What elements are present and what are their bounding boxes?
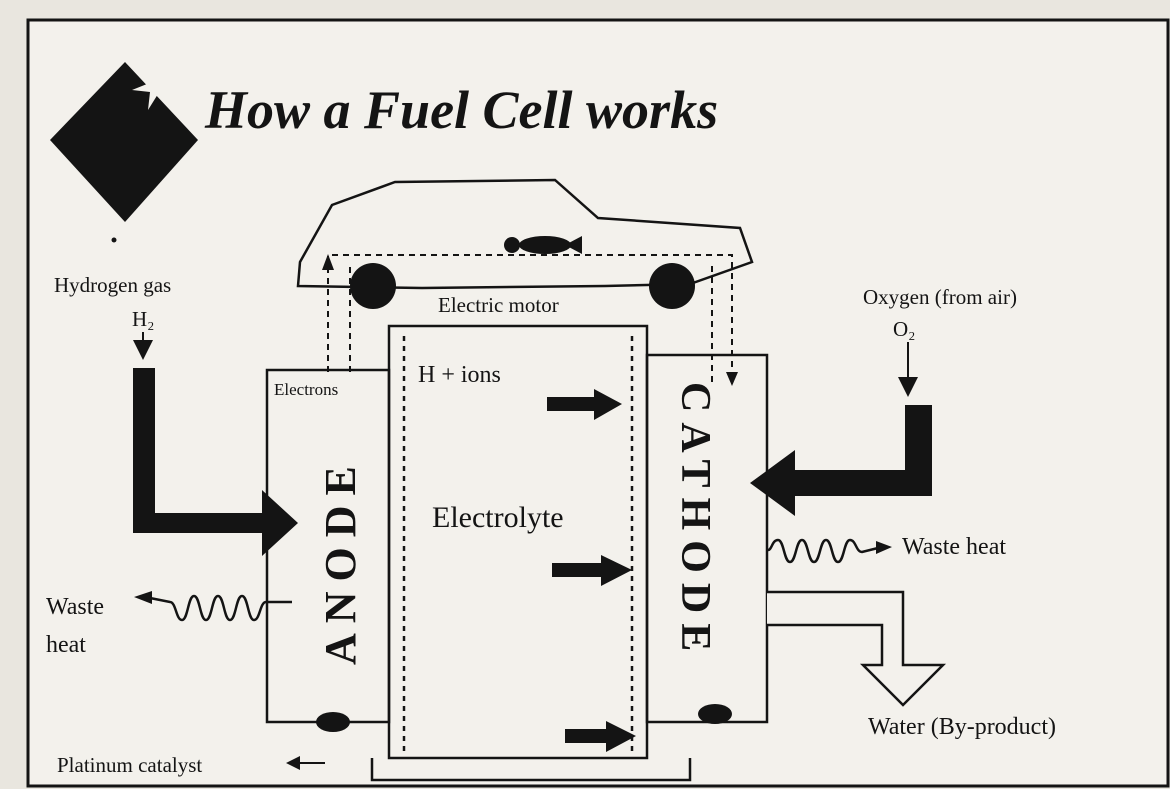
waste-heat-right-label: Waste heat [902, 534, 1006, 560]
oxygen-label: Oxygen (from air) [863, 285, 1017, 309]
ion-arrow-icon [565, 721, 636, 752]
waste-heat-right-icon [767, 538, 892, 564]
water-outlet-arrow-icon [767, 590, 947, 707]
cathode-label: CATHODE [672, 382, 718, 661]
platinum-catalyst-label: Platinum catalyst [57, 753, 202, 777]
water-label: Water (By-product) [868, 714, 1056, 740]
car-icon [296, 178, 754, 386]
waste-heat-left-icon [134, 591, 292, 622]
hydrogen-flow-arrow-icon [133, 368, 298, 556]
car-wheel-front [649, 263, 695, 309]
motor-icon [504, 236, 582, 254]
hydrogen-formula: H₂ [132, 307, 155, 331]
anode-label: ANODE [316, 456, 365, 665]
diamond-logo-icon [50, 60, 198, 243]
car-wheel-rear [350, 263, 396, 309]
ion-arrow-icon [552, 555, 632, 586]
oxygen-formula: O₂ [893, 317, 916, 341]
waste-heat-left-label-2: heat [46, 632, 86, 658]
waste-heat-left-label-1: Waste [46, 594, 104, 620]
electric-motor-label: Electric motor [438, 293, 559, 317]
oxygen-flow-arrow-icon [750, 405, 932, 516]
catalyst-oval-left [316, 712, 350, 732]
h-ions-label: H + ions [418, 362, 501, 388]
page-title: How a Fuel Cell works [204, 80, 718, 140]
ion-arrow-icon [547, 389, 622, 420]
catalyst-oval-right [698, 704, 732, 724]
hydrogen-label: Hydrogen gas [54, 273, 171, 297]
electrolyte-label: Electrolyte [432, 501, 564, 534]
electrons-label: Electrons [274, 380, 338, 399]
